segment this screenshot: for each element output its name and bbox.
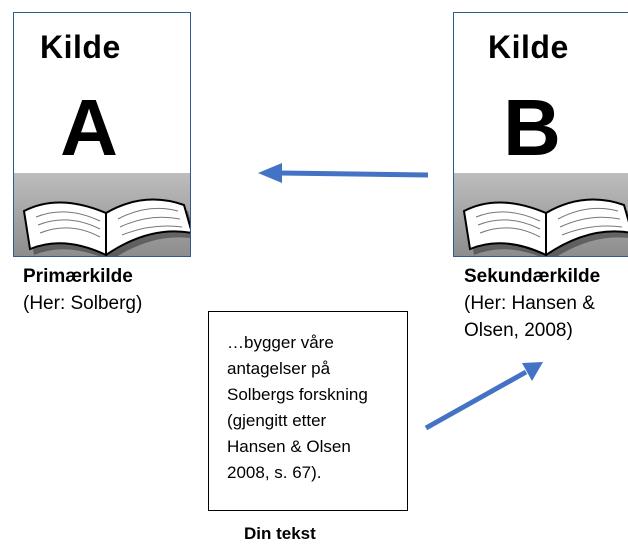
citation-line: (gjengitt etter xyxy=(227,411,327,430)
card-a-letter: A xyxy=(60,83,118,172)
source-card-b: Kilde B xyxy=(453,12,628,257)
secondary-source-heading: Sekundærkilde xyxy=(464,266,601,287)
primary-source-heading: Primærkilde xyxy=(23,266,133,287)
arrow-b-to-a xyxy=(258,163,429,183)
citation-line: Hansen & Olsen xyxy=(227,437,351,456)
your-text-caption: Din tekst xyxy=(244,524,316,543)
citation-line: …bygger våre xyxy=(227,333,334,352)
citation-line: 2008, s. 67). xyxy=(227,463,322,482)
card-b-letter: B xyxy=(503,83,561,172)
source-card-a: Kilde A xyxy=(13,12,191,257)
citation-line: Solbergs forskning xyxy=(227,385,368,404)
citation-text-box: …bygger våre antagelser på Solbergs fors… xyxy=(208,311,408,511)
primary-source-sub: (Her: Solberg) xyxy=(23,293,143,314)
arrow-text-to-b xyxy=(424,362,543,431)
secondary-source-sub-line2: Olsen, 2008) xyxy=(464,320,573,341)
card-b-book-band xyxy=(454,173,628,256)
card-a-title: Kilde xyxy=(40,29,121,65)
secondary-source-sub-line1: (Her: Hansen & xyxy=(464,293,595,314)
card-a-book-band xyxy=(14,173,190,256)
citation-line: antagelser på xyxy=(227,359,331,378)
open-book-icon xyxy=(462,198,628,256)
primary-source-label: Primærkilde (Her: Solberg) xyxy=(23,263,142,317)
card-b-title: Kilde xyxy=(488,29,569,65)
open-book-icon xyxy=(22,198,190,256)
secondary-source-label: Sekundærkilde (Her: Hansen & Olsen, 2008… xyxy=(464,263,600,344)
